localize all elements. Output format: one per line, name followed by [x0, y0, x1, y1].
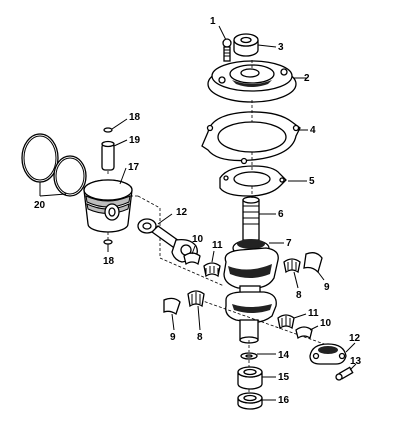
callout-19: 19 — [129, 135, 141, 146]
callout-18b: 18 — [103, 256, 115, 267]
callout-10b: 10 — [320, 318, 332, 329]
callout-14: 14 — [278, 350, 290, 361]
callout-10a: 10 — [192, 234, 204, 245]
piston-pin-part-19 — [101, 139, 128, 171]
callout-15: 15 — [278, 372, 290, 383]
callout-3: 3 — [278, 42, 284, 53]
rod-cap-part-12b — [309, 342, 356, 365]
callout-2: 2 — [304, 73, 310, 84]
callout-4: 4 — [310, 125, 316, 136]
callout-12b: 12 — [349, 333, 361, 344]
bearing-half-part-9b — [163, 297, 181, 331]
needle-bearing-part-11a — [203, 250, 221, 278]
callout-11a: 11 — [212, 240, 223, 251]
bearing-part-15 — [237, 366, 276, 390]
callout-11b: 11 — [308, 308, 319, 319]
needle-bearing-part-8a — [283, 258, 301, 289]
seal-part-3 — [233, 33, 277, 57]
clip-part-18a — [103, 118, 128, 133]
end-cap-part-2 — [207, 60, 307, 103]
callout-16: 16 — [278, 395, 290, 406]
callout-5: 5 — [309, 176, 315, 187]
bearing-half-part-9a — [303, 252, 325, 281]
crankshaft-part-6 — [223, 196, 284, 344]
bearing-half-part-10b — [295, 325, 319, 340]
callout-7: 7 — [286, 238, 292, 249]
screw-part-13 — [335, 363, 357, 381]
callout-13: 13 — [350, 356, 362, 367]
callout-1: 1 — [210, 16, 216, 27]
housing-part-4 — [201, 111, 308, 165]
gasket-part-5 — [219, 165, 307, 197]
callout-18a: 18 — [129, 112, 141, 123]
bearing-half-part-10a — [183, 245, 201, 266]
callout-6: 6 — [278, 209, 284, 220]
callout-9a: 9 — [324, 282, 330, 293]
connecting-rod-part-12 — [137, 213, 198, 263]
callout-12a: 12 — [176, 207, 188, 218]
callout-8b: 8 — [197, 332, 203, 343]
callout-20: 20 — [34, 200, 46, 211]
needle-bearing-part-11b — [277, 313, 307, 330]
piston-part-17 — [83, 167, 133, 233]
piston-ring-part-20 — [21, 133, 87, 197]
seal-part-16 — [237, 392, 276, 410]
clip-part-18b — [103, 239, 113, 252]
washer-part-14 — [240, 352, 276, 360]
callout-17: 17 — [128, 162, 140, 173]
callout-labels: 1 2 3 4 5 6 7 8 8 9 9 10 10 11 11 12 12 … — [34, 16, 362, 406]
screw-part-1 — [218, 25, 232, 62]
callout-8a: 8 — [296, 290, 302, 301]
callout-9b: 9 — [170, 332, 176, 343]
needle-bearing-part-8b — [187, 290, 205, 331]
